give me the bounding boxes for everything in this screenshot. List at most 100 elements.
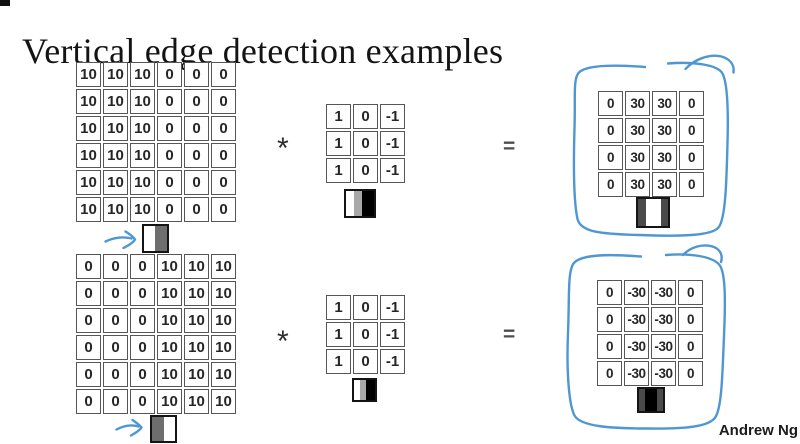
icon-bar (154, 226, 167, 251)
icon-bar (638, 199, 646, 226)
matrix-cell: 30 (652, 172, 677, 197)
icon-bar (144, 226, 155, 251)
matrix-cell: 0 (184, 170, 209, 195)
matrix-cell: 0 (597, 307, 622, 332)
matrix-cell: 0 (211, 170, 236, 195)
matrix-cell: 10 (103, 89, 128, 114)
matrix-cell: 30 (652, 91, 677, 116)
icon-bar (354, 380, 361, 400)
matrix-cell: 30 (652, 118, 677, 143)
matrix-cell: 10 (130, 62, 155, 87)
matrix-cell: 1 (326, 295, 351, 320)
matrix-cell: 0 (597, 361, 622, 386)
matrix-cell: 0 (184, 197, 209, 222)
matrix-cell: 10 (157, 389, 182, 414)
equals-sign-bottom: = (503, 323, 516, 346)
arrow-head-icon-top (122, 230, 137, 250)
matrix-cell: 0 (103, 389, 128, 414)
matrix-cell: 0 (130, 308, 155, 333)
matrix-cell: 1 (326, 349, 351, 374)
matrix-cell: 30 (625, 118, 650, 143)
matrix-cell: 10 (211, 389, 236, 414)
matrix-cell: 10 (184, 281, 209, 306)
matrix-cell: -30 (624, 361, 649, 386)
matrix-cell: 0 (678, 307, 703, 332)
matrix-cell: -30 (651, 280, 676, 305)
matrix-cell: 10 (157, 281, 182, 306)
arrow-icon-top (104, 236, 133, 243)
matrix-cell: 10 (157, 308, 182, 333)
matrix-cell: 0 (157, 197, 182, 222)
icon-bar (657, 389, 663, 411)
equals-sign-top: = (503, 135, 516, 158)
matrix-cell: 1 (326, 104, 351, 129)
matrix-cell: 1 (326, 158, 351, 183)
arrow-icon-bottom (115, 424, 140, 431)
icon-bar (152, 417, 165, 441)
matrix-cell: 0 (679, 118, 704, 143)
matrix-cell: -30 (624, 307, 649, 332)
matrix-cell: 1 (326, 131, 351, 156)
icon-bar (354, 191, 363, 216)
matrix-cell: 10 (157, 254, 182, 279)
matrix-cell: 10 (76, 170, 101, 195)
matrix-cell: 0 (76, 281, 101, 306)
matrix-cell: 0 (353, 158, 378, 183)
matrix-cell: 0 (211, 116, 236, 141)
matrix-cell: 30 (625, 145, 650, 170)
icon-bar (644, 389, 658, 411)
matrix-cell: 0 (598, 91, 623, 116)
matrix-cell: 10 (103, 170, 128, 195)
icon-bar (360, 380, 367, 400)
matrix-cell: 0 (679, 172, 704, 197)
matrix-cell: 10 (103, 197, 128, 222)
matrix-cell: 0 (157, 170, 182, 195)
matrix-cell: -1 (380, 322, 405, 347)
matrix-cell: 10 (184, 254, 209, 279)
matrix-cell: 10 (76, 116, 101, 141)
matrix-cell: 10 (130, 143, 155, 168)
matrix-cell: 10 (184, 362, 209, 387)
matrix-cell: 0 (353, 349, 378, 374)
arrow-head-icon-bottom (129, 418, 143, 437)
icon-bar (164, 417, 175, 441)
matrix-cell: 10 (103, 62, 128, 87)
matrix-cell: 10 (76, 89, 101, 114)
matrix-cell: 0 (353, 295, 378, 320)
matrix-cell: 10 (157, 335, 182, 360)
input-image-icon-bottom (150, 415, 177, 443)
matrix-cell: 10 (184, 389, 209, 414)
matrix-cell: 10 (103, 116, 128, 141)
matrix-cell: 10 (76, 62, 101, 87)
matrix-cell: 10 (211, 308, 236, 333)
matrix-cell: 0 (76, 389, 101, 414)
filter-image-icon-bottom (352, 378, 377, 402)
matrix-cell: 0 (157, 89, 182, 114)
matrix-cell: 0 (211, 89, 236, 114)
matrix-cell: 0 (103, 335, 128, 360)
matrix-cell: 0 (211, 197, 236, 222)
matrix-cell: 30 (625, 172, 650, 197)
matrix-cell: 0 (353, 322, 378, 347)
matrix-cell: 0 (157, 116, 182, 141)
icon-bar (645, 199, 661, 226)
input-image-icon-top (142, 224, 169, 253)
matrix-cell: 10 (130, 170, 155, 195)
matrix-cell: 10 (130, 89, 155, 114)
matrix-cell: 0 (76, 362, 101, 387)
icon-bar (366, 380, 375, 400)
matrix-cell: -1 (380, 295, 405, 320)
icon-bar (346, 191, 355, 216)
matrix-cell: 10 (76, 143, 101, 168)
matrix-cell: 0 (679, 91, 704, 116)
matrix-cell: 0 (76, 308, 101, 333)
matrix-cell: 0 (598, 145, 623, 170)
matrix-cell: 0 (157, 143, 182, 168)
matrix-cell: -30 (651, 361, 676, 386)
matrix-cell: 0 (353, 131, 378, 156)
